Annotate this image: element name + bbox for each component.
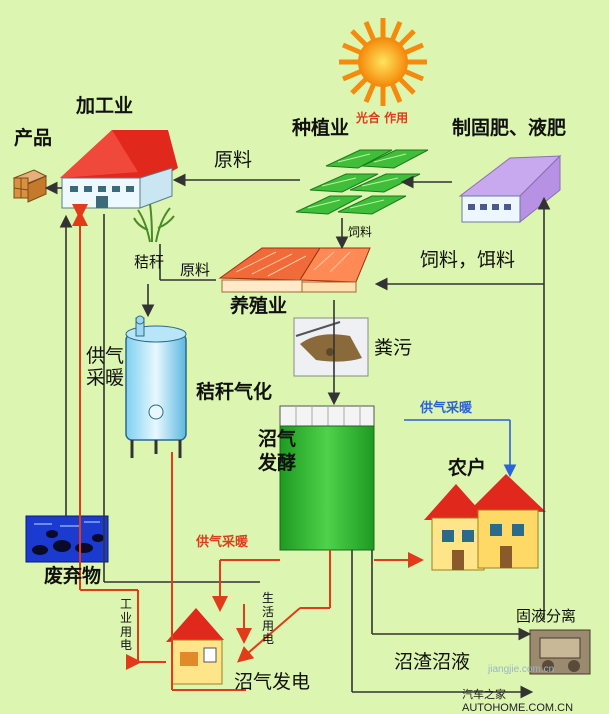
- photosynthesis-label: 光合 作用: [356, 111, 409, 125]
- feed-small-label: 饲料: [348, 225, 373, 239]
- domestic-power-label: 生 活 用 电: [262, 591, 275, 647]
- watermark: 汽车之家 AUTOHOME.COM.CN: [462, 689, 574, 714]
- processing-factory-icon: [60, 130, 178, 209]
- industrial-power-label: 工 业 用 电: [120, 597, 133, 653]
- manure-equipment-icon: [293, 317, 369, 377]
- farmer-houses-icon: [424, 474, 546, 571]
- flow-arrows-red: [72, 204, 424, 691]
- processing-industry-label: 加工业: [76, 95, 134, 117]
- breeding-industry-label: 养殖业: [230, 295, 288, 317]
- flow-arrow-blue: [404, 419, 517, 478]
- separator-machine-icon: [529, 629, 591, 675]
- biogas-digester-icon: [279, 405, 375, 551]
- feed-bait-label: 饲料，饵料: [420, 249, 516, 271]
- heating-right-label: 供气采暖: [420, 401, 473, 416]
- straw-plant-icon: [133, 203, 175, 243]
- heating-left-label: 供气 采暖: [86, 345, 125, 389]
- residue-liquid-label: 沼渣沼液: [394, 651, 471, 673]
- power-house-icon: [166, 608, 224, 685]
- fertilizer-plant-label: 制固肥、液肥: [452, 117, 567, 139]
- biogas-digester-label: 沼气 发酵: [258, 428, 297, 474]
- manure-label: 粪污: [374, 337, 413, 359]
- raw-material-mid-label: 原料: [180, 261, 211, 279]
- flow-arrows-black: [44, 173, 551, 699]
- biogas-power-label: 沼气发电: [234, 671, 311, 693]
- waste-pool-icon: [25, 515, 109, 563]
- straw-label: 秸秆: [134, 253, 165, 271]
- watermark-faint: jiangjie.com.cn: [488, 664, 555, 675]
- farmer-label: 农户: [448, 457, 487, 479]
- heating-middle-label: 供气采暖: [196, 535, 249, 550]
- raw-material-top-label: 原料: [214, 149, 253, 171]
- crop-fields-icon: [295, 149, 429, 215]
- planting-industry-label: 种植业: [292, 117, 350, 139]
- straw-gasification-tank-icon: [125, 315, 187, 458]
- sun-icon: [339, 18, 427, 106]
- fertilizer-plant-icon: [458, 154, 562, 224]
- product-box-icon: [12, 169, 48, 203]
- straw-gasification-label: 秸秆气化: [196, 381, 273, 403]
- breeding-barn-icon: [218, 247, 371, 293]
- waste-label: 废弃物: [44, 565, 102, 587]
- product-label: 产品: [14, 127, 53, 149]
- solid-liquid-separation-label: 固液分离: [516, 607, 577, 625]
